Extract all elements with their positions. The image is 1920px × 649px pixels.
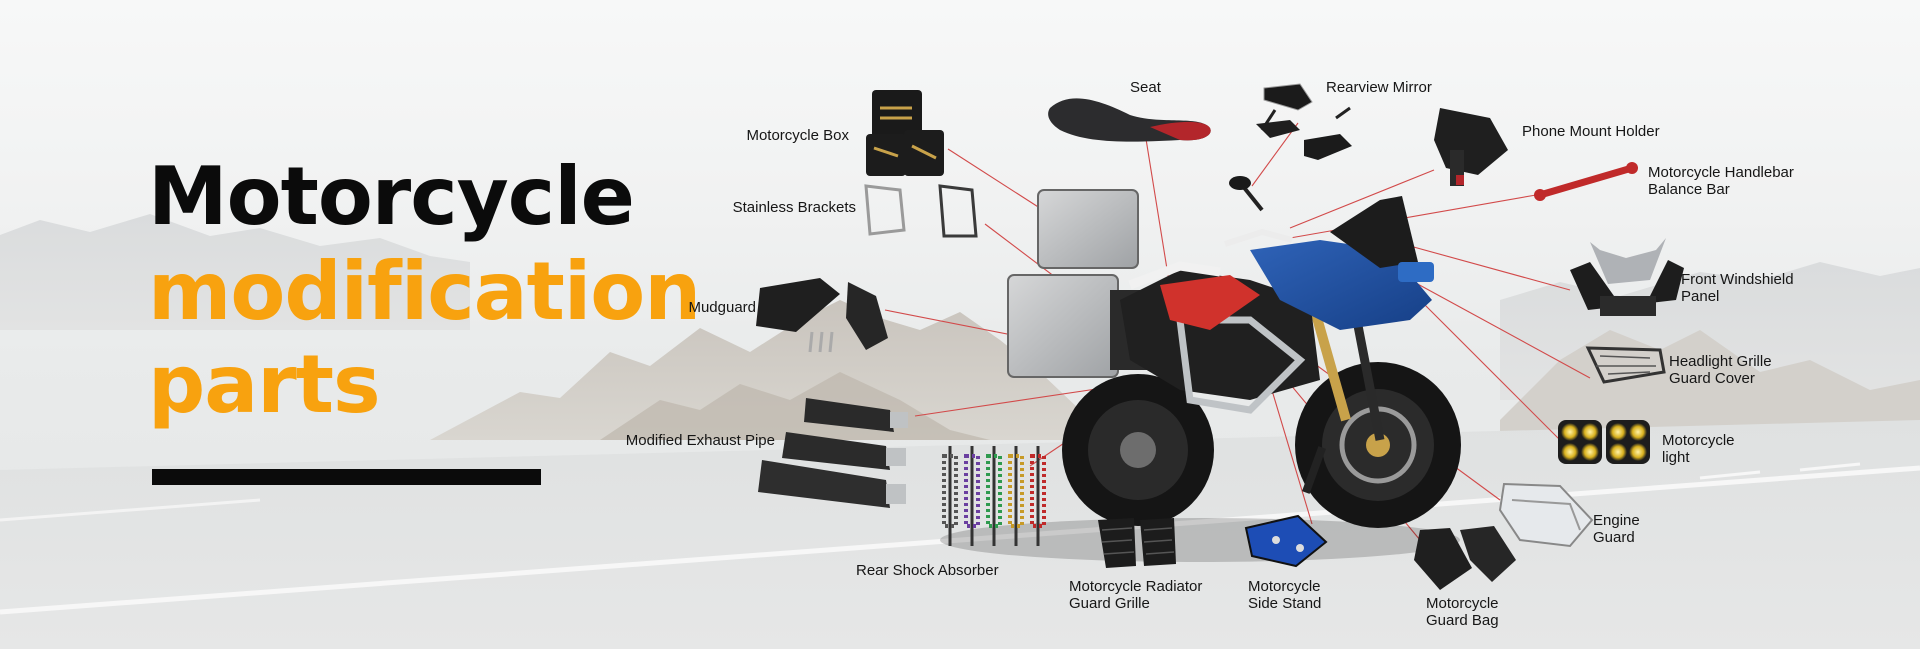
headline-line-3: parts (148, 338, 381, 431)
guard-bag-image (1414, 526, 1516, 590)
label-seat: Seat (1130, 79, 1161, 96)
label-motorcycle-light: Motorcycle light (1662, 432, 1735, 466)
label-guard-bag: Motorcycle Guard Bag (1426, 595, 1499, 629)
phone-mount-image (1434, 108, 1508, 186)
label-engine-guard: Engine Guard (1593, 512, 1640, 546)
label-motorcycle-light-line-2: light (1662, 449, 1690, 466)
label-handlebar-balance-bar-line-1: Motorcycle Handlebar (1648, 164, 1794, 181)
motorcycle-image (940, 176, 1461, 562)
label-guard-bag-line-2: Guard Bag (1426, 612, 1499, 629)
headline-line-2: modification (148, 245, 701, 338)
label-modified-exhaust-pipe: Modified Exhaust Pipe (625, 432, 775, 449)
label-engine-guard-line-1: Engine (1593, 512, 1640, 529)
seat-image (1048, 98, 1211, 142)
label-guard-bag-line-1: Motorcycle (1426, 595, 1499, 612)
label-motorcycle-light-line-1: Motorcycle (1662, 432, 1735, 449)
label-side-stand-line-2: Side Stand (1248, 595, 1322, 612)
label-headlight-grille-line-2: Guard Cover (1669, 370, 1755, 387)
engine-guard-image (1498, 482, 1594, 548)
mudguard-image (756, 278, 888, 353)
label-motorcycle-box: Motorcycle Box (746, 127, 849, 144)
label-engine-guard-line-2: Guard (1593, 529, 1635, 546)
label-front-windshield-panel-line-1: Front Windshield (1681, 271, 1794, 288)
windshield-image (1570, 238, 1684, 316)
label-radiator-guard-grille-line-1: Motorcycle Radiator (1069, 578, 1203, 595)
rear-shock-absorber-image (942, 446, 1046, 546)
headlight-grille-image (1585, 346, 1666, 384)
label-radiator-guard-grille-line-2: Guard Grille (1069, 595, 1150, 612)
motorcycle-box-image (866, 90, 944, 176)
label-front-windshield-panel: Front Windshield Panel (1681, 271, 1794, 305)
label-rear-shock-absorber: Rear Shock Absorber (856, 562, 999, 579)
handlebar-balance-bar-image (1534, 162, 1638, 201)
label-handlebar-balance-bar: Motorcycle Handlebar Balance Bar (1648, 164, 1794, 198)
rearview-mirror-image (1256, 83, 1352, 160)
exhaust-pipe-image (758, 398, 908, 508)
label-radiator-guard-grille: Motorcycle Radiator Guard Grille (1069, 578, 1202, 612)
motorcycle-light-image (1558, 420, 1650, 464)
side-stand-image (1244, 514, 1328, 568)
headline-line-1: Motorcycle (148, 150, 635, 243)
headline-underline (152, 469, 541, 485)
label-headlight-grille-line-1: Headlight Grille (1669, 353, 1772, 370)
label-front-windshield-panel-line-2: Panel (1681, 288, 1720, 305)
label-side-stand: Motorcycle Side Stand (1248, 578, 1321, 612)
radiator-grille-image (1098, 518, 1176, 568)
label-rearview-mirror: Rearview Mirror (1326, 79, 1432, 96)
label-handlebar-balance-bar-line-2: Balance Bar (1648, 181, 1730, 198)
label-headlight-grille-guard-cover: Headlight Grille Guard Cover (1669, 353, 1772, 387)
label-phone-mount-holder: Phone Mount Holder (1522, 123, 1660, 140)
stainless-brackets-image (864, 184, 978, 238)
label-mudguard: Mudguard (688, 299, 756, 316)
label-side-stand-line-1: Motorcycle (1248, 578, 1321, 595)
label-stainless-brackets: Stainless Brackets (732, 199, 856, 216)
